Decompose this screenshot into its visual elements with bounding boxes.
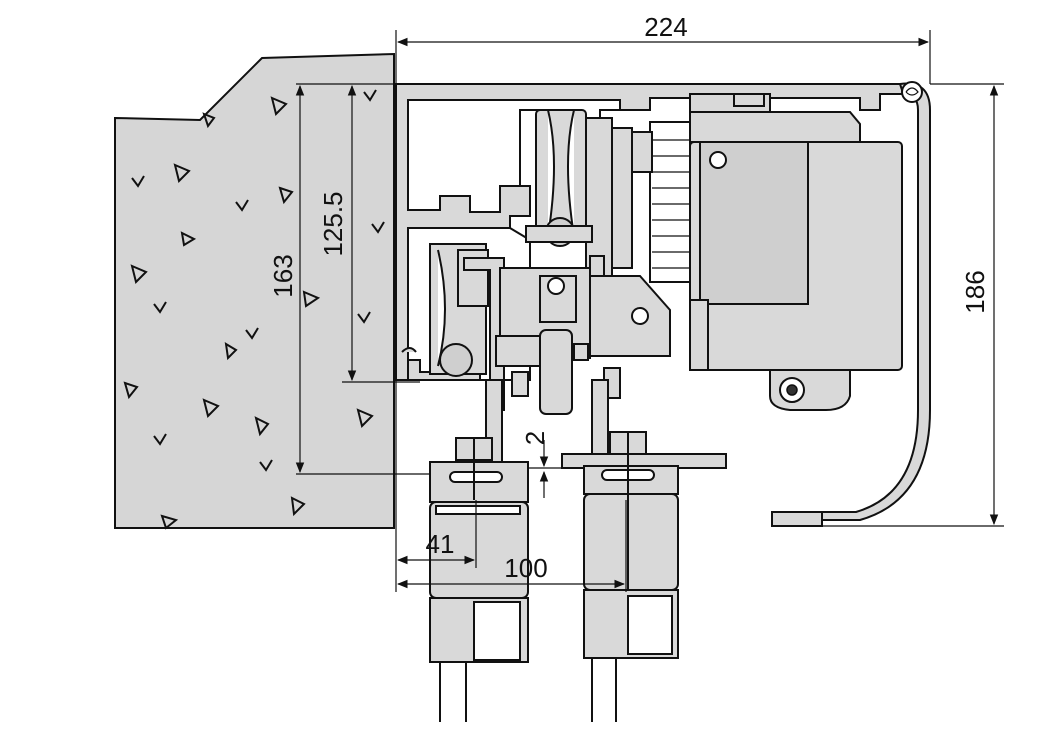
dimension-163-label: 163	[268, 254, 298, 297]
door-hangers	[429, 379, 727, 503]
dimension-height-wall: 163	[268, 83, 430, 475]
dimension-100-label: 100	[504, 553, 547, 583]
aggregate-marks	[123, 89, 385, 530]
upper-wheel	[525, 109, 653, 279]
dimension-186-label: 186	[960, 270, 990, 313]
bolt-right	[601, 431, 655, 500]
dimension-height-inner: 125.5	[318, 84, 420, 383]
bolt-left	[449, 437, 503, 500]
concrete-wall	[114, 52, 395, 530]
door-leaf-left	[429, 501, 529, 722]
dimension-offset-second: 100	[396, 500, 627, 592]
dimension-offset-first: 41	[395, 380, 477, 592]
dimension-height-total: 186	[822, 83, 1004, 527]
cover-housing	[771, 81, 931, 527]
dimension-width-total: 224	[395, 12, 931, 84]
dimension-gap: 2	[520, 431, 562, 498]
motor-unit	[649, 93, 903, 411]
dimension-41-label: 41	[426, 529, 455, 559]
dimension-125-5-label: 125.5	[318, 191, 348, 256]
lower-carriage	[429, 243, 671, 415]
dimension-224-label: 224	[644, 12, 687, 42]
door-leaf-right	[583, 493, 679, 722]
motor-fins	[652, 139, 690, 269]
dimension-2-label: 2	[520, 431, 550, 445]
